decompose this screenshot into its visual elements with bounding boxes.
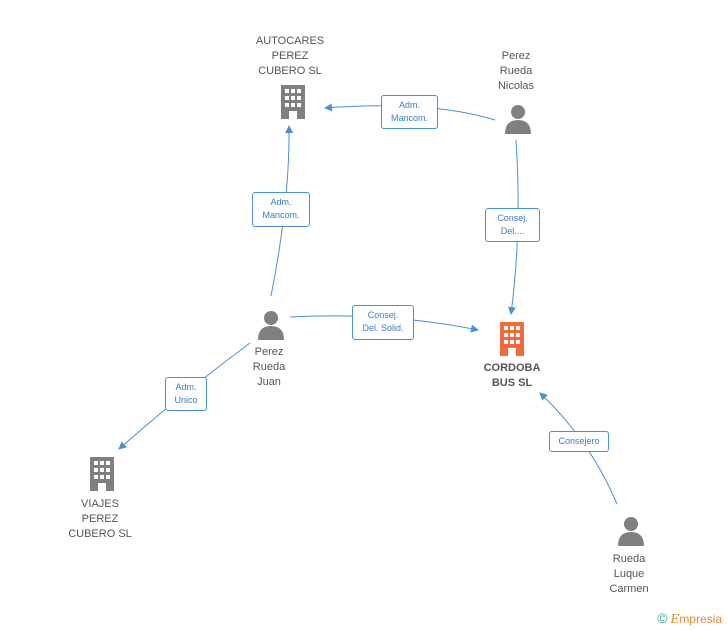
building-icon[interactable] <box>497 322 527 356</box>
node-label-cordoba[interactable]: CORDOBA BUS SL <box>483 362 541 389</box>
edge-label-juan-autocares[interactable]: Adm. Mancom. <box>252 192 310 227</box>
person-icon[interactable] <box>617 516 645 546</box>
node-label-viajes[interactable]: VIAJES PEREZ CUBERO SL <box>68 498 132 540</box>
node-label-autocares[interactable]: AUTOCARES PEREZ CUBERO SL <box>255 35 325 77</box>
node-label-perez-nicolas[interactable]: Perez Rueda Nicolas <box>497 50 535 92</box>
edge-label-nicolas-cordoba[interactable]: Consej. Del.... <box>485 208 540 242</box>
edge-label-juan-cordoba[interactable]: Consej. Del. Solid. <box>352 305 414 340</box>
node-label-rueda-carmen[interactable]: Rueda Luque Carmen <box>609 553 649 595</box>
edge-label-carmen-cordoba[interactable]: Consejero <box>549 431 609 452</box>
node-label-perez-juan[interactable]: Perez Rueda Juan <box>252 346 286 388</box>
edge-label-nicolas-autocares[interactable]: Adm. Mancom. <box>381 95 438 129</box>
copyright-icon: © <box>657 610 668 626</box>
brand-logo: ©Empresia <box>657 610 722 626</box>
building-icon[interactable] <box>278 85 308 119</box>
edge-label-juan-viajes[interactable]: Adm. Unico <box>165 377 207 411</box>
brand-name: mpresia <box>679 612 722 626</box>
brand-initial: E <box>670 612 680 626</box>
building-icon[interactable] <box>87 457 117 491</box>
person-icon[interactable] <box>504 104 532 134</box>
person-icon[interactable] <box>257 310 285 340</box>
